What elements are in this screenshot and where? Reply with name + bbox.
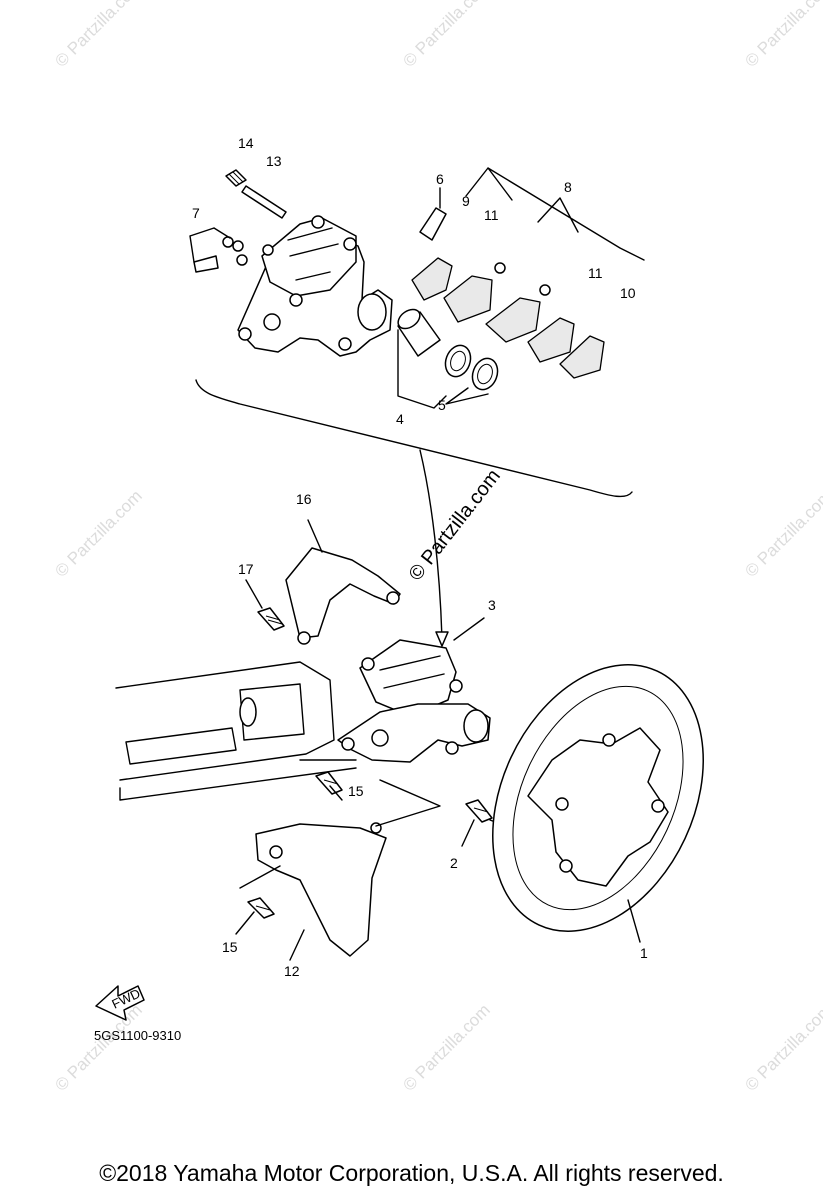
callout-12: 13 bbox=[266, 153, 282, 169]
callout-11-lower: 11 bbox=[588, 265, 603, 281]
caliper-exploded-view bbox=[189, 167, 645, 647]
diagram-code: 5GS1100-9310 bbox=[94, 1028, 181, 1043]
callout-9: 9 bbox=[462, 193, 470, 209]
watermark-faint: © Partzilla.com bbox=[51, 486, 145, 580]
callout-14: 12 bbox=[284, 963, 300, 979]
callout-7: 7 bbox=[192, 205, 200, 221]
callout-8: 8 bbox=[564, 179, 572, 195]
callout-15-lower: 15 bbox=[222, 939, 238, 955]
watermark-faint: © Partzilla.com bbox=[399, 1000, 493, 1094]
fwd-arrow-icon: FWD bbox=[95, 985, 145, 1021]
watermark-faint: © Partzilla.com bbox=[741, 1000, 823, 1094]
callout-4: 4 bbox=[396, 411, 404, 427]
watermark-faint: © Partzilla.com bbox=[741, 0, 823, 71]
watermark-faint: © Partzilla.com bbox=[399, 0, 493, 71]
callout-13: 14 bbox=[238, 135, 254, 151]
copyright-notice: ©2018 Yamaha Motor Corporation, U.S.A. A… bbox=[99, 1160, 724, 1186]
callout-15-upper: 15 bbox=[348, 783, 364, 799]
watermark-main: © Partzilla.com bbox=[405, 465, 505, 585]
watermark-faint: © Partzilla.com bbox=[51, 0, 145, 71]
callout-6: 6 bbox=[436, 171, 444, 187]
callout-16: 16 bbox=[296, 491, 312, 507]
callout-1: 1 bbox=[640, 945, 648, 961]
watermark-faint: © Partzilla.com bbox=[51, 1000, 145, 1094]
callout-11-upper: 11 bbox=[484, 207, 499, 223]
callout-10: 10 bbox=[620, 285, 636, 301]
callout-2: 2 bbox=[450, 855, 458, 871]
callout-labels: 14 13 6 9 8 7 11 11 10 5 4 16 17 3 15 2 … bbox=[192, 135, 648, 979]
callout-5: 5 bbox=[438, 397, 446, 413]
callout-3: 3 bbox=[488, 597, 496, 613]
watermark-faint: © Partzilla.com bbox=[741, 486, 823, 580]
lower-assembly: FWD bbox=[95, 519, 704, 1021]
callout-17: 17 bbox=[238, 561, 254, 577]
